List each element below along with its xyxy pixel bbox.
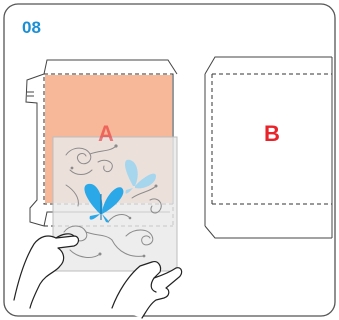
bottom-flap-b xyxy=(204,225,332,239)
translucent-sheet xyxy=(52,136,178,272)
hand-icon xyxy=(13,235,80,309)
panel-b-label: B xyxy=(264,121,280,146)
panel-a-label: A xyxy=(98,121,114,146)
left-flap-outline xyxy=(25,73,45,227)
butterfly-icon xyxy=(124,159,156,194)
top-flap-b xyxy=(204,56,332,75)
butterfly-icon xyxy=(84,183,124,223)
top-flap-a xyxy=(43,59,178,75)
step-number: 08 xyxy=(22,18,41,37)
hand-icon xyxy=(111,261,183,319)
